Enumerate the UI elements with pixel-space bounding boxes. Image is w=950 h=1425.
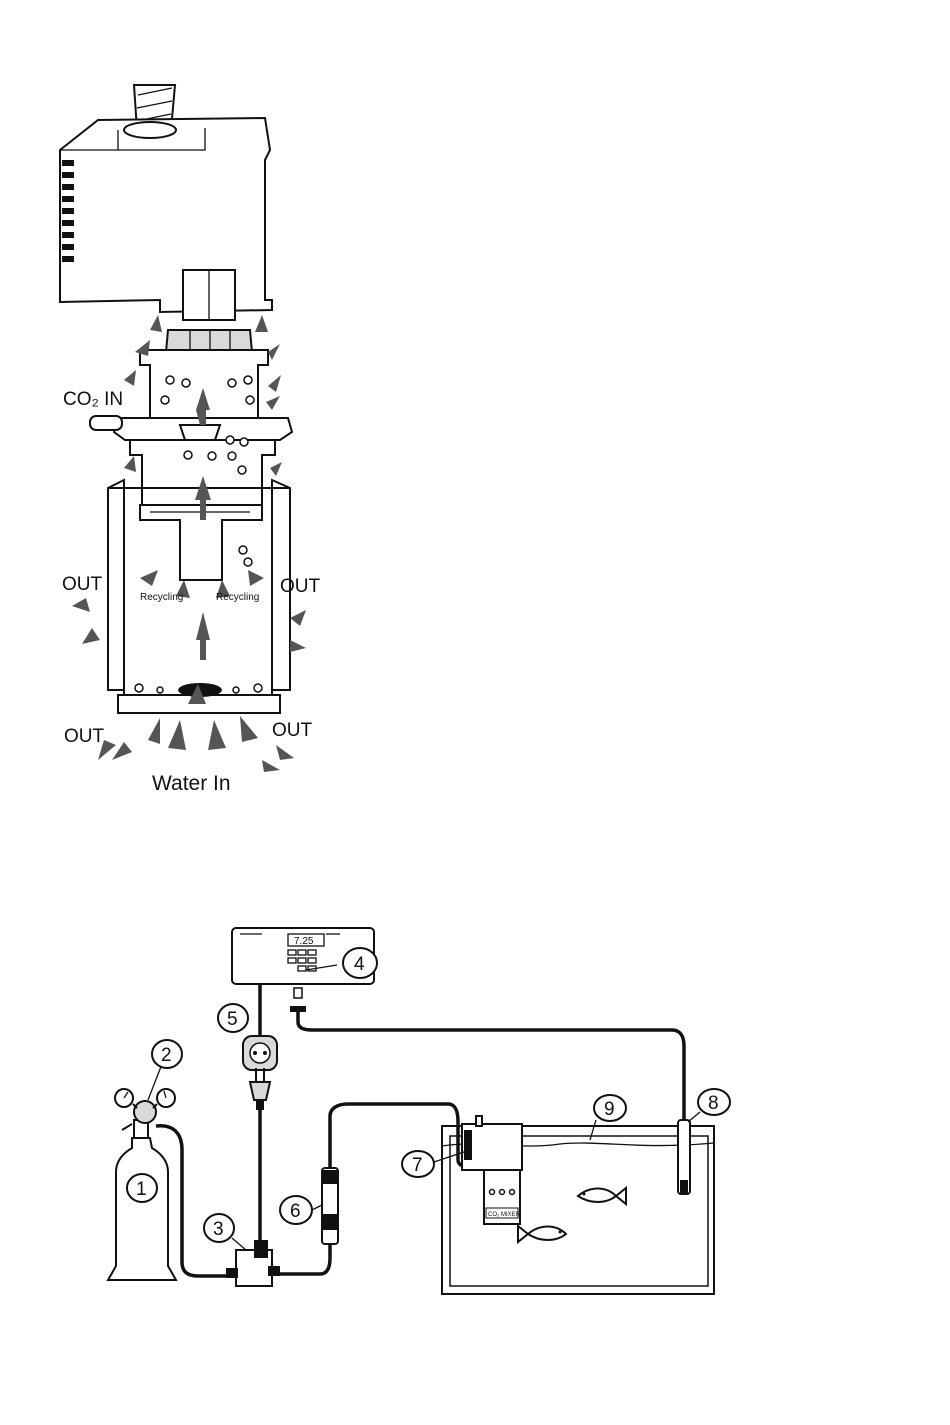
- arrow-icon: [240, 716, 258, 742]
- arrow-icon: [196, 612, 210, 660]
- arrow-icon: [270, 462, 282, 476]
- arrow-icon: [168, 720, 186, 750]
- reactor-cross-section: CO₂ IN OUT OUT OUT OUT Recycling Recycli…: [60, 85, 321, 795]
- arrow-icon: [148, 718, 160, 744]
- regulator: [115, 1089, 175, 1130]
- out-label-right-lower: OUT: [272, 720, 313, 741]
- water-in-label: Water In: [152, 772, 231, 795]
- recycling-label-left: Recycling: [140, 592, 183, 603]
- arrow-icon: [82, 628, 100, 644]
- controller-display: 7.25: [294, 936, 314, 947]
- arrow-icon: [135, 340, 150, 356]
- arrow-icon: [266, 396, 280, 410]
- arrow-icon: [124, 456, 136, 472]
- svg-text:8: 8: [708, 1093, 719, 1114]
- svg-text:3: 3: [213, 1219, 224, 1240]
- bubble-counter: [322, 1168, 338, 1244]
- svg-text:7: 7: [412, 1155, 423, 1176]
- plug-icon: [250, 1068, 270, 1110]
- arrow-icon: [72, 598, 90, 612]
- co2-in-label: CO₂ IN: [63, 389, 123, 410]
- callout-6: 6: [280, 1196, 312, 1224]
- co2-reactor: CO₂ MIXER: [462, 1116, 522, 1224]
- svg-text:9: 9: [604, 1099, 615, 1120]
- solenoid-valve: [226, 1240, 280, 1286]
- callout-3: 3: [204, 1214, 234, 1242]
- callout-8: 8: [698, 1089, 730, 1115]
- callout-7: 7: [402, 1151, 434, 1177]
- arrow-icon: [150, 315, 162, 332]
- arrow-icon: [268, 344, 280, 360]
- arrow-icon: [290, 640, 306, 652]
- out-label-left-upper: OUT: [62, 574, 103, 595]
- arrow-icon: [248, 570, 264, 586]
- system-setup: 7.25: [108, 928, 730, 1294]
- svg-text:1: 1: [136, 1179, 147, 1200]
- arrow-icon: [124, 370, 136, 386]
- svg-text:2: 2: [161, 1045, 172, 1066]
- outer-cylinder: [108, 480, 290, 713]
- pump-housing: [60, 118, 272, 320]
- arrow-icon: [276, 745, 294, 760]
- out-label-left-lower: OUT: [64, 726, 105, 747]
- svg-text:6: 6: [290, 1201, 301, 1222]
- callout-5: 5: [218, 1004, 248, 1032]
- arrow-icon: [290, 610, 306, 626]
- callout-4: 4: [343, 948, 377, 978]
- arrow-icon: [140, 570, 158, 586]
- fish-icon: [518, 1226, 566, 1242]
- callout-2: 2: [152, 1040, 182, 1068]
- fish-icon: [578, 1188, 626, 1204]
- arrow-icon: [255, 315, 268, 332]
- arrow-icon: [208, 720, 226, 750]
- vent-slots: [62, 160, 74, 262]
- svg-text:5: 5: [227, 1009, 238, 1030]
- svg-text:4: 4: [354, 954, 365, 975]
- callout-1: 1: [127, 1174, 157, 1202]
- recycling-label-right: Recycling: [216, 592, 259, 603]
- out-label-right-upper: OUT: [280, 576, 321, 597]
- power-socket: [243, 1036, 277, 1110]
- arrow-icon: [268, 375, 281, 392]
- reactor-label: CO₂ MIXER: [488, 1212, 521, 1218]
- arrow-icon: [262, 760, 280, 772]
- callout-9: 9: [594, 1095, 626, 1121]
- ph-probe: [678, 1120, 690, 1194]
